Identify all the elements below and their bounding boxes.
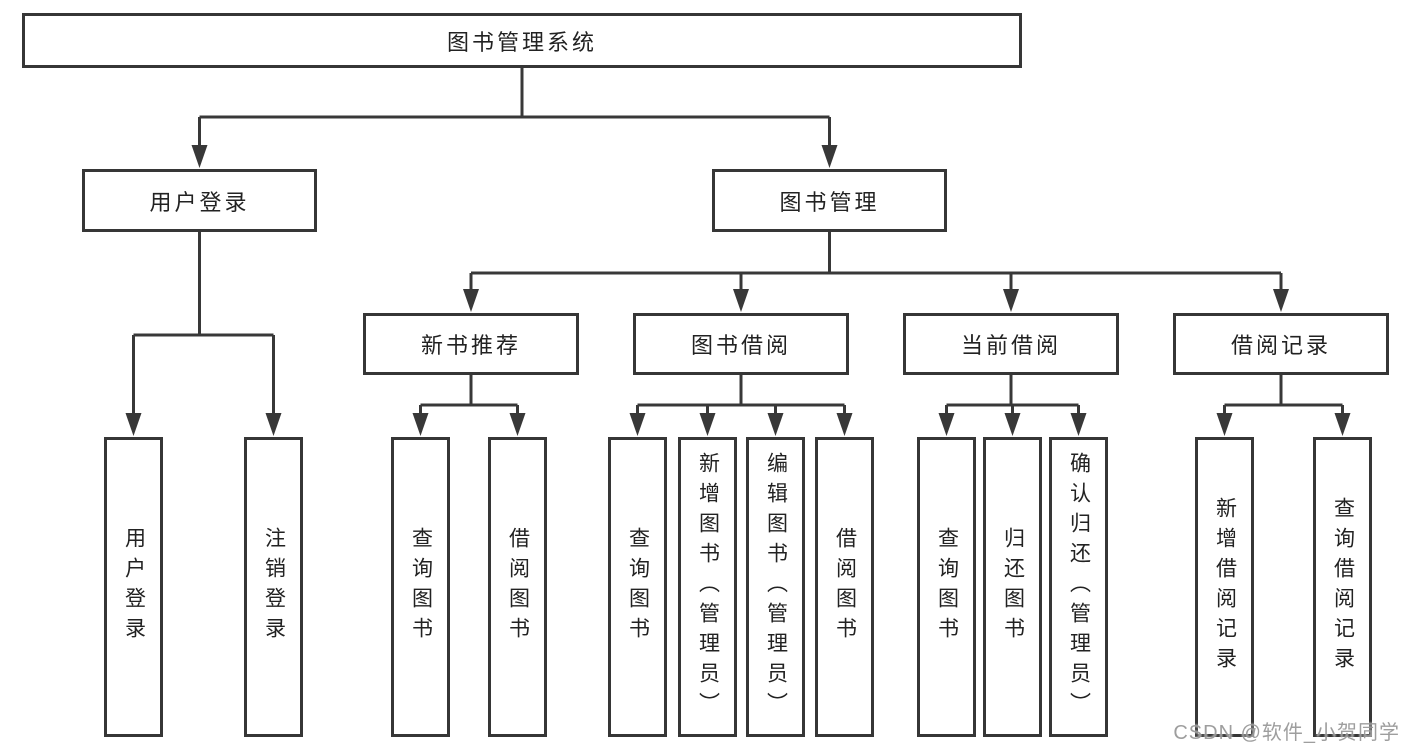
leaf-query-book-rec: 查询图书 — [391, 437, 450, 737]
arrow-down-icon — [191, 145, 208, 168]
branch-new-book-rec — [412, 375, 526, 436]
arrow-down-icon — [412, 413, 429, 436]
leaf-edit-book-admin: 编辑图书（管理员） — [746, 437, 805, 737]
leaf-query-book-borrow: 查询图书 — [608, 437, 667, 737]
arrow-down-icon — [938, 413, 955, 436]
arrow-down-icon — [767, 413, 784, 436]
arrow-down-icon — [265, 413, 282, 436]
arrow-down-icon — [836, 413, 853, 436]
arrow-down-icon — [125, 413, 142, 436]
node-current-borrow: 当前借阅 — [903, 313, 1119, 375]
arrow-down-icon — [821, 145, 838, 168]
branch-book-borrow — [629, 375, 853, 436]
leaf-borrow-book: 借阅图书 — [815, 437, 874, 737]
branch-root — [191, 68, 838, 168]
node-new-book-recommend: 新书推荐 — [363, 313, 579, 375]
arrow-down-icon — [1216, 413, 1233, 436]
leaf-query-borrow-record: 查询借阅记录 — [1313, 437, 1372, 737]
node-book-management: 图书管理 — [712, 169, 947, 232]
arrow-down-icon — [1334, 413, 1351, 436]
arrow-down-icon — [1004, 413, 1021, 436]
arrow-down-icon — [1273, 289, 1289, 312]
arrow-down-icon — [629, 413, 646, 436]
arrow-down-icon — [1070, 413, 1087, 436]
branch-book-management — [463, 232, 1289, 312]
arrow-down-icon — [509, 413, 526, 436]
arrow-down-icon — [733, 289, 749, 312]
arrow-down-icon — [699, 413, 716, 436]
leaf-borrow-book-rec: 借阅图书 — [488, 437, 547, 737]
leaf-add-book-admin: 新增图书（管理员） — [678, 437, 737, 737]
branch-borrow-records — [1216, 375, 1351, 436]
leaf-return-book: 归还图书 — [983, 437, 1042, 737]
node-root-system: 图书管理系统 — [22, 13, 1022, 68]
leaf-confirm-return-admin: 确认归还（管理员） — [1049, 437, 1108, 737]
node-borrow-records: 借阅记录 — [1173, 313, 1389, 375]
arrow-down-icon — [463, 289, 479, 312]
leaf-logout: 注销登录 — [244, 437, 303, 737]
leaf-user-login: 用户登录 — [104, 437, 163, 737]
arrow-down-icon — [1003, 289, 1019, 312]
branch-user-login — [125, 232, 282, 436]
node-user-login: 用户登录 — [82, 169, 317, 232]
csdn-watermark: CSDN @软件_小贺同学 — [1173, 722, 1400, 744]
node-book-borrow: 图书借阅 — [633, 313, 849, 375]
leaf-query-book-current: 查询图书 — [917, 437, 976, 737]
branch-current-borrow — [938, 375, 1087, 436]
leaf-add-borrow-record: 新增借阅记录 — [1195, 437, 1254, 737]
